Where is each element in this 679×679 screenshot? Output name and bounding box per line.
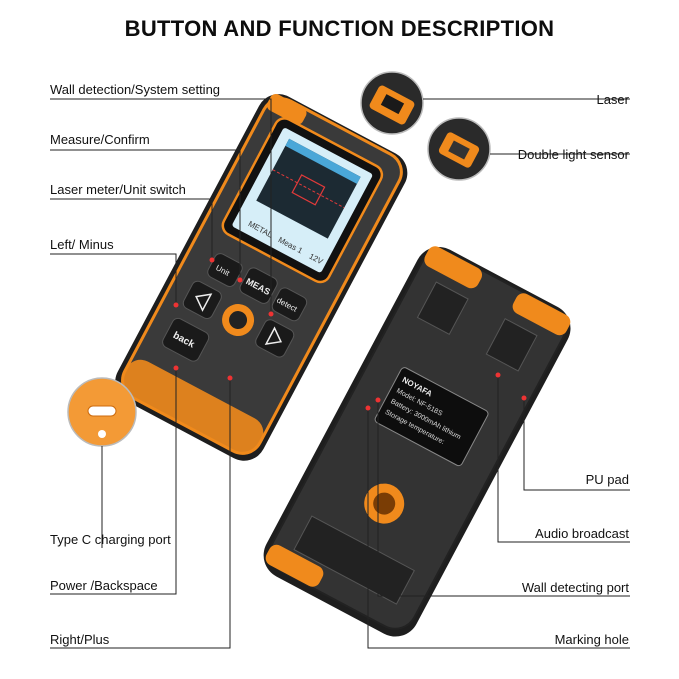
front-top-bumper	[266, 93, 307, 125]
callout-dots	[173, 257, 527, 411]
right-button[interactable]	[254, 318, 296, 360]
left-arrow-icon	[195, 293, 213, 312]
label-type-c: Type C charging port	[50, 532, 171, 547]
leader-lines-left	[50, 98, 272, 649]
meas-button[interactable]	[238, 266, 279, 306]
leader-lines-right	[367, 98, 630, 649]
left-button[interactable]	[181, 279, 223, 321]
pu-pad-top-right	[485, 318, 538, 372]
pu-pad-bottom	[293, 515, 415, 605]
label-left-minus: Left/ Minus	[50, 237, 114, 252]
light-sensor-callout	[427, 117, 491, 181]
label-laser-meter: Laser meter/Unit switch	[50, 182, 186, 197]
label-wall-detection: Wall detection/System setting	[50, 82, 221, 97]
label-double-light: Double light sensor	[517, 147, 629, 162]
screen-level-bar	[285, 138, 361, 184]
pu-pad-top-left	[416, 281, 469, 335]
back-device: NOYAFA Model: NF-518S Battery: 3000mAh l…	[263, 246, 571, 637]
laser-callout	[360, 71, 424, 135]
marking-hole	[373, 492, 396, 515]
label-pu-pad: PU pad	[585, 472, 629, 487]
center-hole-inner	[229, 311, 248, 330]
unit-button[interactable]	[206, 252, 245, 289]
right-arrow-icon	[264, 326, 283, 345]
back-top-bumper-right	[512, 293, 571, 336]
back-button[interactable]	[160, 316, 210, 363]
label-right-plus: Right/Plus	[50, 632, 110, 647]
label-marking-hole: Marking hole	[554, 632, 629, 647]
label-laser: Laser	[596, 92, 629, 107]
screen-target-icon	[291, 174, 326, 206]
page-title: BUTTON AND FUNCTION DESCRIPTION	[124, 16, 555, 41]
label-measure-confirm: Measure/Confirm	[50, 132, 150, 147]
screen-crosshair	[272, 169, 345, 209]
back-top-bumper	[424, 246, 483, 289]
label-audio: Audio broadcast	[535, 526, 629, 541]
front-bottom-bumper	[121, 359, 264, 455]
info-label	[374, 367, 489, 467]
detect-button[interactable]	[270, 286, 309, 323]
front-device: METAL Meas 1 12V Unit MEAS detect back	[115, 93, 408, 461]
label-wall-port: Wall detecting port	[521, 580, 629, 595]
label-power-backspace: Power /Backspace	[50, 578, 158, 593]
type-c-callout	[67, 377, 137, 447]
back-bottom-bumper	[265, 544, 324, 587]
